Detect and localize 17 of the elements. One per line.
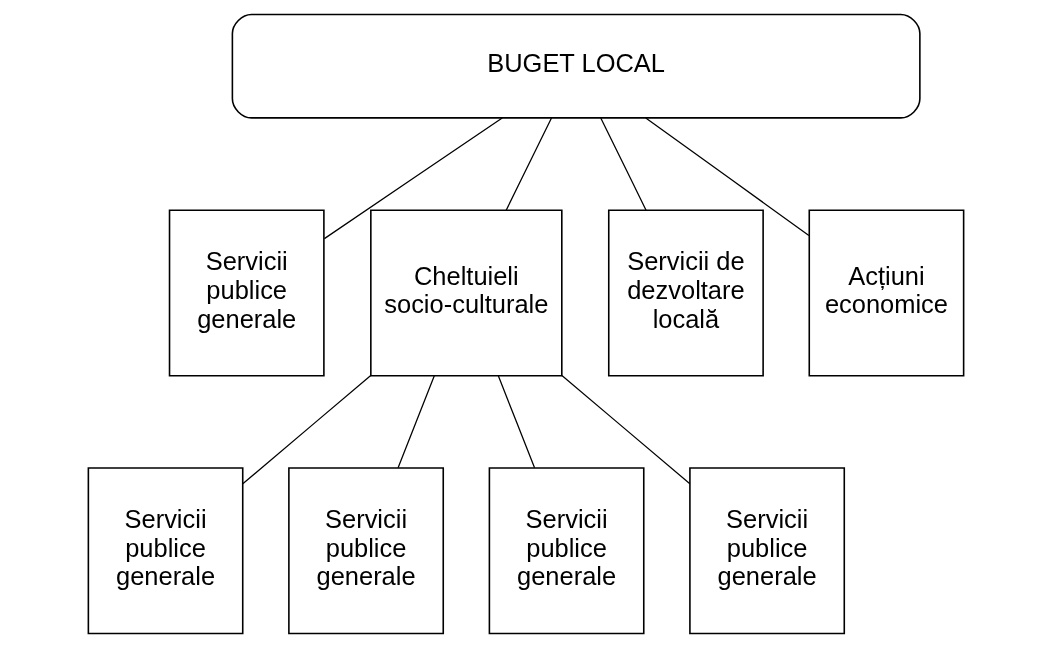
connector [397, 375, 435, 469]
node-box: Servicii publice generale [288, 467, 445, 635]
node-box: Servicii publice generale [87, 467, 244, 635]
connector [561, 374, 691, 485]
connector [645, 117, 810, 237]
connector [323, 117, 503, 240]
node-box: Servicii de dezvoltare locală [607, 209, 764, 377]
node-box: Servicii publice generale [488, 467, 645, 635]
connector [242, 374, 372, 485]
node-box: Acțiuni economice [808, 209, 965, 377]
connector [497, 375, 536, 469]
node-box: BUGET LOCAL [231, 13, 921, 119]
node-box: Cheltuieli socio-culturale [370, 209, 563, 377]
node-box: Servicii publice generale [168, 209, 325, 377]
connector [600, 117, 647, 211]
node-box: Servicii publice generale [689, 467, 846, 635]
connector [505, 117, 553, 211]
